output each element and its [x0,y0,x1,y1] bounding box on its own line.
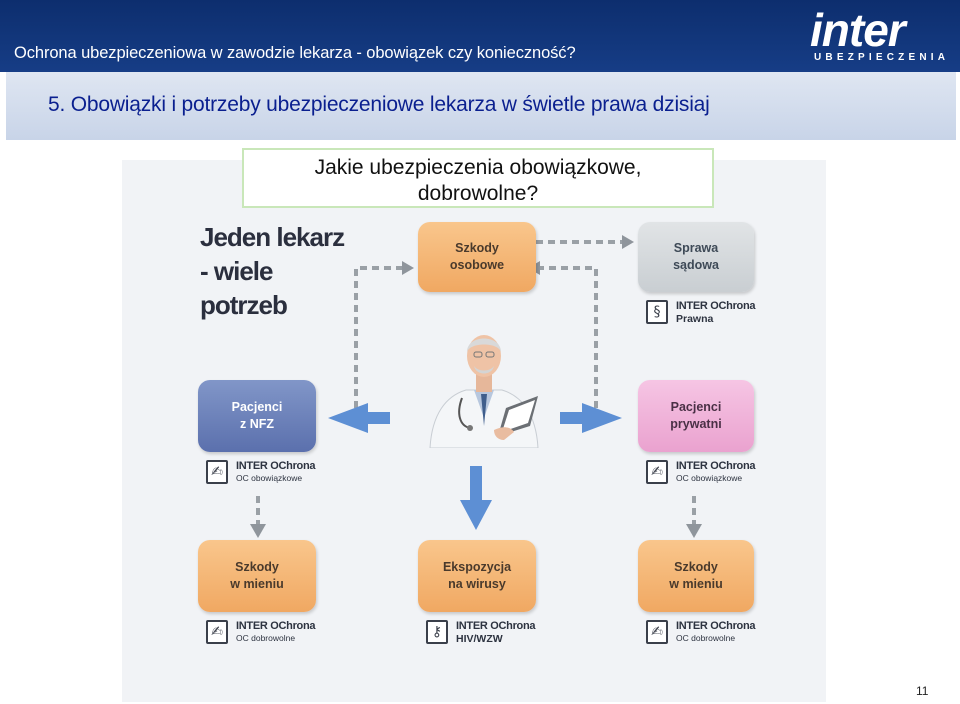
presentation-title: Ochrona ubezpieczeniowa w zawodzie lekar… [14,44,576,62]
product-nfz-oc: ✍ INTER OChrona OC obowiązkowe [206,460,316,484]
product-sub: OC obowiązkowe [676,473,743,483]
box-label: Szkody [674,560,718,574]
box-label: osobowe [449,258,505,272]
product-prywatni-oc: ✍ INTER OChrona OC obowiązkowe [646,460,756,484]
header-bar: Ochrona ubezpieczeniowa w zawodzie lekar… [0,0,960,72]
doctor-illustration [429,335,539,448]
signature-icon: ✍ [646,620,668,644]
diagram-headline: Jeden lekarz - wiele potrzeb [200,220,345,322]
box-ekspozycja: Ekspozycja na wirusy [418,540,536,612]
product-sub: OC obowiązkowe [236,473,303,483]
box-szkody-mieniu-left: Szkody w mieniu [198,540,316,612]
paragraph-icon: § [646,300,668,324]
box-label: prywatni [670,417,722,431]
box-pacjenci-nfz: Pacjenci z NFZ [198,380,316,452]
product-mienie-right: ✍ INTER OChrona OC dobrowolne [646,620,756,644]
box-label: na wirusy [448,577,506,591]
box-label: Szkody [455,241,499,255]
connector-left-loop [354,266,402,408]
product-name: INTER OChrona [236,460,316,472]
question-line-1: Jakie ubezpieczenia obowiązkowe, [314,156,642,179]
product-hiv: ⚷ INTER OChrona HIV/WZW [426,620,536,645]
arrowhead-nfz-down [250,524,266,538]
box-label: Sprawa [673,241,719,255]
box-pacjenci-prywatni: Pacjenci prywatni [638,380,754,452]
logo-wordmark: inter [810,4,906,56]
section-title: 5. Obowiązki i potrzeby ubezpieczeniowe … [48,93,710,116]
box-label: sądowa [673,258,719,272]
headline-line-2: - wiele [200,256,273,286]
headline-line-3: potrzeb [200,290,288,320]
product-sub: Prawna [676,313,714,325]
section-band [6,72,956,140]
box-label: z NFZ [239,417,275,431]
box-label: Pacjenci [231,400,283,414]
box-sprawa-sadowa: Sprawa sądowa [638,222,754,292]
product-sub: HIV/WZW [456,633,503,645]
box-label: Szkody [235,560,279,574]
box-label: w mieniu [669,577,723,591]
product-sub: OC dobrowolne [676,633,736,643]
product-prawna: § INTER OChrona Prawna [646,300,756,325]
product-name: INTER OChrona [456,620,536,632]
box-szkody-osobowe: Szkody osobowe [418,222,536,292]
page-number: 11 [916,684,929,698]
product-sub: OC dobrowolne [236,633,296,643]
blue-arrow-down [460,466,492,530]
signature-icon: ✍ [646,460,668,484]
product-mienie-left: ✍ INTER OChrona OC dobrowolne [206,620,316,644]
arrowhead-pryw-down [686,524,702,538]
question-line-2: dobrowolne? [417,182,539,205]
box-label: Pacjenci [670,400,722,414]
signature-icon: ✍ [206,620,228,644]
inter-logo: inter UBEZPIECZENIA [806,6,956,68]
product-name: INTER OChrona [236,620,316,632]
signature-icon: ✍ [206,460,228,484]
headline-line-1: Jeden lekarz [200,222,345,252]
box-label: Ekspozycja [442,560,512,574]
connector-right-loop [540,266,598,408]
box-szkody-mieniu-right: Szkody w mieniu [638,540,754,612]
box-label: w mieniu [230,577,284,591]
arrowhead-top-link [622,235,634,249]
blue-arrow-left [328,403,390,433]
arrowhead-left-loop [402,261,414,275]
blue-arrow-right [560,403,622,433]
product-name: INTER OChrona [676,620,756,632]
logo-subtitle: UBEZPIECZENIA [814,52,950,63]
product-name: INTER OChrona [676,460,756,472]
product-name: INTER OChrona [676,300,756,312]
syringe-icon: ⚷ [426,620,448,644]
question-box: Jakie ubezpieczenia obowiązkowe, dobrowo… [242,148,714,208]
